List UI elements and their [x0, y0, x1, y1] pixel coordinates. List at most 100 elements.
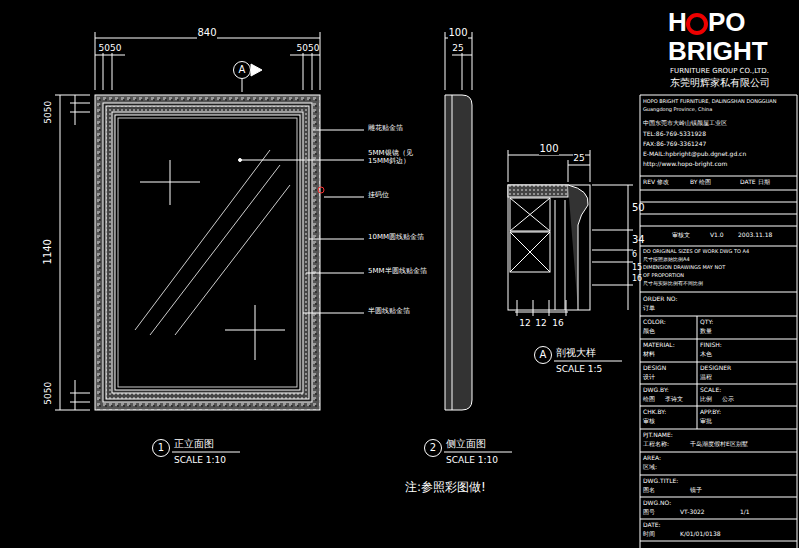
- table-cell: AREA:: [643, 455, 661, 462]
- table-cell: PJT.NAME:: [643, 432, 673, 439]
- table-cell: DWG.BY:: [643, 387, 669, 394]
- dimension: 25: [452, 43, 463, 53]
- table-cell: DESIGNER: [700, 365, 731, 372]
- dimension: 5050: [297, 43, 320, 53]
- table-cell: 设计: [643, 374, 655, 381]
- dimension: 25: [573, 153, 584, 163]
- callout-circle: 2: [424, 439, 442, 457]
- table-cell: 李诗文: [665, 396, 683, 403]
- table-cell: 订单: [643, 305, 655, 312]
- table-cell: 材料: [643, 351, 655, 358]
- dimension: 840: [197, 27, 216, 39]
- disclaimer: DO ORIGINAL SIZES OF WORK DWG TO A4: [643, 249, 749, 255]
- table-cell: 1/1: [740, 509, 750, 516]
- table-cell: 绘图: [643, 396, 655, 403]
- view-scale: SCALE 1:10: [446, 455, 498, 465]
- callout-circle: A: [534, 346, 552, 364]
- table-cell: APP.BY:: [700, 409, 721, 416]
- view-title: 侧立面图: [446, 438, 486, 450]
- callout-note: 5MM银镜（见15MM斜边）: [368, 149, 430, 165]
- disclaimer: OF PROPORTION: [643, 273, 684, 279]
- table-cell: ORDER NO:: [643, 296, 678, 303]
- table-cell: BY 绘图: [690, 179, 711, 186]
- dimension: 5050: [99, 43, 122, 53]
- dimension: 5050: [43, 382, 53, 405]
- table-cell: 木色: [700, 351, 712, 358]
- view-scale: SCALE 1:5: [556, 364, 602, 374]
- table-cell: VT-3022: [680, 509, 705, 516]
- address: HOPO BRIGHT FURNITURE, DALINGSHAN DONGGU…: [643, 99, 776, 105]
- table-cell: DWG.TITLE:: [643, 478, 678, 485]
- dimension: 34: [632, 234, 645, 246]
- table-cell: DESIGN: [643, 365, 666, 372]
- table-cell: 审批: [700, 418, 712, 425]
- table-cell: V1.0: [710, 232, 724, 239]
- table-cell: 数量: [700, 328, 712, 335]
- table-cell: 镜子: [690, 487, 702, 494]
- company-name: 东莞明辉家私有限公司: [670, 77, 770, 89]
- disclaimer: DIMENSION DRAWINGS MAY NOT: [643, 265, 725, 271]
- table-cell: 工程名称:: [643, 441, 669, 448]
- callout-letter: A: [239, 65, 246, 75]
- table-cell: SCALE:: [700, 387, 721, 394]
- logo-text: BRIGHT: [668, 37, 768, 67]
- table-cell: COLOR:: [643, 319, 666, 326]
- table-cell: 比例: [700, 396, 712, 403]
- view-scale: SCALE 1:10: [174, 455, 226, 465]
- table-cell: 千岛湖度假村E区别墅: [690, 441, 748, 448]
- contact: E-MAIL:hpbright@pub.dgnet.gd.cn: [643, 151, 746, 158]
- callout-note: 挂码位: [368, 191, 389, 199]
- dimension: 5050: [43, 101, 53, 124]
- callout-letter: A: [540, 350, 547, 360]
- table-cell: 图号: [643, 509, 655, 516]
- table-cell: 审核: [643, 418, 655, 425]
- contact: FAX:86-769-3361247: [643, 141, 706, 148]
- table-cell: REV 修改: [643, 179, 669, 186]
- contact: TEL:86-769-5331928: [643, 131, 706, 138]
- table-cell: 时间: [643, 531, 655, 538]
- callout-circle: 1: [152, 439, 170, 457]
- dimension: 6: [632, 250, 637, 259]
- disclaimer: 尺寸与实际比例有不同比例: [643, 281, 703, 287]
- table-cell: 审核文: [672, 232, 690, 239]
- table-cell: CHK.BY:: [643, 409, 666, 416]
- callout-letter: 1: [158, 443, 164, 453]
- dimension: 15: [632, 263, 642, 272]
- address: Guangdong Province, China: [643, 107, 712, 113]
- logo-text: PO: [708, 8, 746, 38]
- dimension: 100: [539, 143, 558, 155]
- dimension: 12: [535, 318, 546, 328]
- logo-text: H: [668, 8, 687, 38]
- table-cell: 图名: [643, 487, 655, 494]
- table-cell: FINISH:: [700, 342, 722, 349]
- callout-letter: 2: [430, 443, 436, 453]
- view-title: 正立面图: [174, 438, 214, 450]
- table-cell: DATE 日期: [740, 179, 770, 186]
- callout-circle: A: [233, 61, 251, 79]
- callout-note: 5MM半圆线贴金箔: [368, 267, 427, 275]
- disclaimer: 尺寸按照原始比例A4: [643, 257, 690, 263]
- dimension: 100: [448, 27, 467, 39]
- table-cell: 颜色: [643, 328, 655, 335]
- table-cell: DATE:: [643, 522, 661, 529]
- note: 注:参照彩图做!: [405, 481, 486, 495]
- address: 中国东莞市大岭山镇颜屋工业区: [643, 120, 727, 127]
- table-cell: DWG.NO:: [643, 500, 671, 507]
- table-cell: 2003.11.18: [738, 232, 772, 239]
- company-name: FURNITURE GROUP CO.,LTD.: [670, 67, 769, 75]
- view-title: 剖视大样: [556, 347, 596, 359]
- dimension: 16: [552, 318, 563, 328]
- table-cell: 区域:: [643, 464, 657, 471]
- callout-note: 雕花贴金箔: [368, 124, 403, 132]
- callout-note: 半圆线贴金箔: [368, 307, 410, 315]
- table-cell: 公示: [722, 396, 734, 403]
- table-cell: 温程: [700, 374, 712, 381]
- contact: http://www.hopo-bright.com: [643, 161, 727, 168]
- dimension: 50: [632, 202, 645, 214]
- callout-note: 10MM圆线贴金箔: [368, 233, 424, 241]
- dimension: 12: [519, 318, 530, 328]
- dimension: 16: [632, 274, 642, 283]
- dimension: 1140: [42, 239, 54, 264]
- table-cell: QTY:: [700, 319, 713, 326]
